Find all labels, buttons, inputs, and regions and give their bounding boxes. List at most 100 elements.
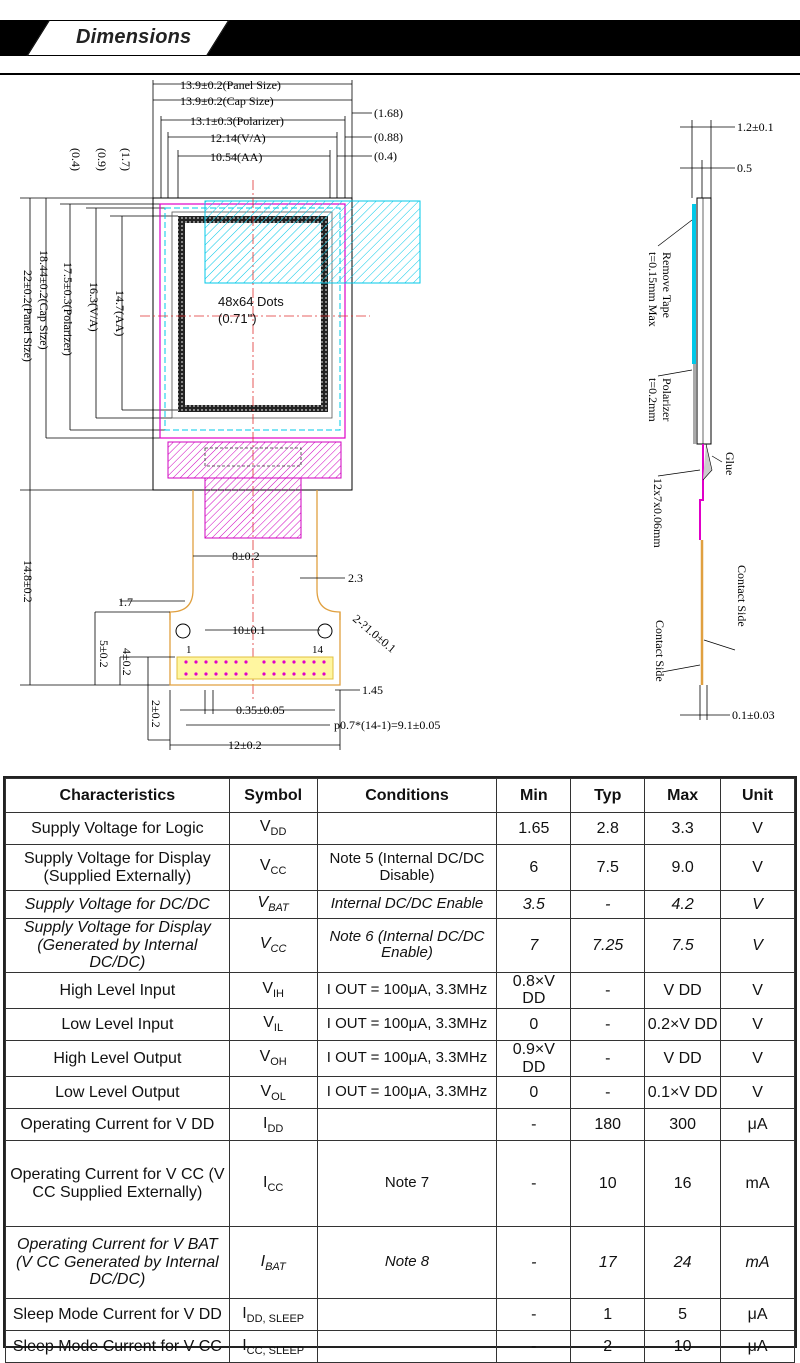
cell-text: 0.1×V DD: [647, 1083, 718, 1101]
cell-char: Operating Current for V BAT (V CC Genera…: [5, 1226, 230, 1300]
fpc-size-label: 12x7x0.06mm: [651, 478, 665, 548]
cell-text: 7.5: [596, 858, 619, 876]
symbol-subscript: DD: [267, 1122, 284, 1135]
symbol-subscript: CC, SLEEP: [246, 1344, 305, 1357]
cell-sym: ICC: [228, 1140, 318, 1228]
cell-cond: I OUT = 100μA, 3.3MHz: [316, 971, 498, 1009]
dim-2: 2±0.2: [149, 700, 163, 728]
section-rule: [0, 73, 800, 75]
cell-text: 1.65: [518, 819, 550, 837]
symbol-subscript: BAT: [268, 902, 289, 915]
cell-text: Operating Current for V DD: [20, 1115, 215, 1133]
table-row: Operating Current for V BAT (V CC Genera…: [5, 1226, 795, 1300]
cell-sym: VBAT: [228, 890, 318, 919]
cell-typ: -: [570, 1007, 646, 1041]
side-glue: [702, 443, 713, 481]
cell-text: -: [605, 1049, 611, 1067]
mount-hole-right: [317, 623, 333, 639]
cell-min: -: [496, 1298, 572, 1332]
cell-text: V DD: [663, 981, 702, 999]
symbol-main: V: [263, 1014, 274, 1032]
cell-typ: -: [570, 1076, 646, 1110]
cell-text: Supply Voltage for DC/DC: [24, 895, 210, 913]
cell-text: 10: [598, 1174, 617, 1192]
dimension-drawing: 13.9±0.2(Panel Size) 13.9±0.2(Cap Size) …: [0, 75, 800, 775]
cell-text: mA: [745, 1253, 770, 1271]
cell-max: 5: [644, 1298, 722, 1332]
cell-text: I OUT = 100μA, 3.3MHz: [326, 1083, 488, 1101]
cell-min: 3.5: [496, 890, 572, 919]
side-glass: [696, 197, 712, 445]
cell-text: -: [605, 1083, 611, 1101]
cell-text: V: [752, 858, 763, 876]
table-row: Operating Current for V CC (V CC Supplie…: [5, 1140, 795, 1228]
cell-sym: IBAT: [228, 1226, 318, 1300]
cell-max: 0.2×V DD: [644, 1007, 722, 1041]
cell-text: Supply Voltage for Logic: [31, 819, 204, 837]
dim-fpc-width: 8±0.2: [232, 549, 260, 563]
cell-text: -: [531, 1174, 537, 1192]
cell-sym: IDD: [228, 1108, 318, 1142]
dim-5: 5±0.2: [97, 640, 111, 668]
cell-unit: V: [720, 1076, 795, 1110]
cell-char: Sleep Mode Current for V CC: [5, 1330, 230, 1363]
glue-label: Glue: [723, 452, 737, 475]
cell-typ: 180: [570, 1108, 646, 1142]
symbol-main: I: [260, 1252, 266, 1270]
table-header-row: Characteristics Symbol Conditions Min Ty…: [5, 778, 795, 813]
cell-min: 0: [496, 1007, 572, 1041]
table-row: Supply Voltage for Display (Generated by…: [5, 918, 795, 973]
cell-text: 0.8×V DD: [512, 972, 555, 1008]
cell-text: V: [752, 1083, 763, 1101]
cell-max: 10: [644, 1330, 722, 1363]
symbol-subscript: CC: [270, 943, 287, 956]
dim-1-45: 1.45: [362, 683, 383, 697]
diag-label: (0.71"): [218, 311, 257, 326]
cell-typ: 17: [570, 1226, 646, 1300]
polarizer-label: Polarizer: [660, 378, 674, 421]
cell-sym: IDD, SLEEP: [228, 1298, 318, 1332]
cell-sym: VCC: [228, 918, 318, 973]
cell-text: Sleep Mode Current for V DD: [12, 1305, 222, 1323]
cell-unit: μA: [720, 1330, 795, 1363]
drawing-svg: 13.9±0.2(Panel Size) 13.9±0.2(Cap Size) …: [20, 78, 775, 752]
cell-unit: V: [720, 890, 795, 919]
cell-text: V: [752, 1015, 763, 1033]
cell-sym: VOL: [228, 1076, 318, 1110]
dots-label: 48x64 Dots: [218, 294, 284, 309]
remove-tape: [204, 200, 421, 284]
cell-text: -: [531, 1115, 537, 1133]
cell-text: 10: [673, 1337, 692, 1355]
cell-max: V DD: [644, 971, 722, 1009]
dim-left-0-4: (0.4): [69, 148, 83, 171]
cell-text: I OUT = 100μA, 3.3MHz: [326, 981, 488, 999]
cell-unit: μA: [720, 1298, 795, 1332]
cell-text: V DD: [663, 1049, 702, 1067]
cell-char: Low Level Input: [5, 1007, 230, 1041]
cell-max: 16: [644, 1140, 722, 1228]
cell-text: 2: [603, 1337, 613, 1355]
cell-text: I OUT = 100μA, 3.3MHz: [326, 1015, 488, 1033]
cell-text: V: [752, 819, 763, 837]
cell-max: 24: [644, 1226, 722, 1300]
header-characteristics: Characteristics: [5, 778, 230, 813]
cell-char: Supply Voltage for Logic: [5, 812, 230, 845]
dim-left-0-9: (0.9): [95, 148, 109, 171]
cell-sym: VIH: [228, 971, 318, 1009]
symbol-subscript: OL: [271, 1090, 286, 1103]
cell-max: 9.0: [644, 844, 722, 891]
cell-typ: 1: [570, 1298, 646, 1332]
cell-text: Low Level Output: [55, 1083, 180, 1101]
dim-panel-height: 22±0.2(Panel Size): [21, 270, 35, 362]
symbol-subscript: IL: [273, 1022, 284, 1035]
dim-right-1-68: (1.68): [374, 106, 403, 120]
cell-text: 3.5: [522, 895, 545, 913]
cell-text: -: [605, 1015, 611, 1033]
cell-min: 0: [496, 1076, 572, 1110]
cell-text: Operating Current for V BAT (V CC Genera…: [15, 1236, 219, 1289]
dim-polarizer-height: 17.5±0.3(Polarizer): [61, 262, 75, 356]
